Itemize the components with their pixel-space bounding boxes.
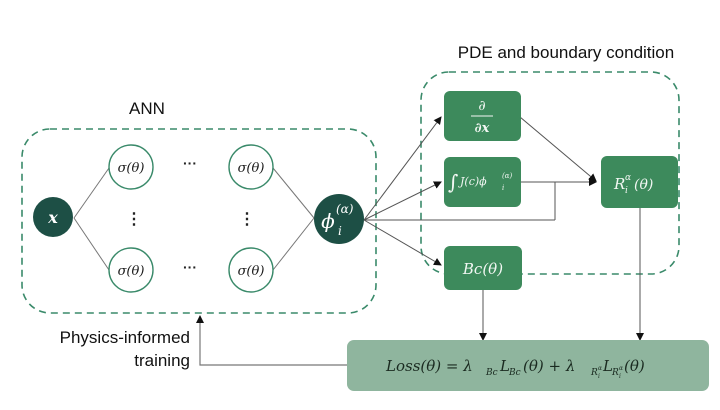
derivative-numerator: ∂ [478,98,485,114]
loss-end: (θ) [624,357,645,375]
input-node-label: x [47,208,58,227]
integral-sign: ∫ [448,170,458,194]
training-feedback-arrow [196,315,347,366]
loss-r-sub-2: R [611,368,619,378]
loss-l1: L [499,357,510,375]
loss-box [347,340,709,391]
training-label-line1: Physics-informed [60,328,190,347]
ann-container [21,128,377,314]
loss-r-subsub: i [598,373,600,380]
svg-text:σ(θ): σ(θ) [238,161,265,176]
boundary-label: Bc(θ) [462,260,503,278]
loss-r-subsub-2: i [619,373,621,380]
output-node-sup: (α) [336,202,354,216]
ann-title: ANN [129,99,165,118]
integral-sup: (α) [502,172,512,180]
derivative-denominator: ∂x [475,121,490,136]
pde-container [420,71,680,275]
boundary-box [444,246,522,290]
integral-sub: i [502,184,504,192]
ann-connections [73,167,315,271]
hidden-node-top-right: σ(θ) [228,144,274,190]
ellipsis-bottom: ··· [183,259,197,275]
hidden-node-bottom-left: σ(θ) [108,247,154,293]
loss-formula: Loss(θ) = λ Bc L Bc (θ) + λ R i α L R i … [385,357,645,380]
output-node-base: ϕ [321,209,335,233]
loss-lhs: Loss(θ) = λ [385,357,473,375]
residual-base: R [613,175,625,193]
pde-title: PDE and boundary condition [458,43,674,62]
residual-box [601,156,678,208]
pde-arrows [479,116,644,341]
integral-body: J(c)ϕ [458,175,487,188]
hidden-node-bottom-right: σ(θ) [228,247,274,293]
svg-text:σ(θ): σ(θ) [118,264,145,279]
vertical-ellipsis-right: ⋮ [239,211,255,228]
output-node-sub: i [338,224,342,238]
loss-r-subsup: α [598,365,602,372]
vertical-ellipsis-left: ⋮ [126,211,142,228]
output-arrows [363,116,556,266]
training-label-line2: training [134,351,190,370]
residual-suffix: (θ) [634,177,653,193]
output-node [314,194,364,244]
ellipsis-top: ··· [183,155,197,171]
loss-l2: L [602,357,613,375]
loss-r-sub: R [590,368,598,378]
loss-bc-sub2: Bc [508,368,521,378]
loss-bc-sub: Bc [485,368,498,378]
loss-plus: (θ) + λ [523,357,575,375]
residual-sub: i [625,186,628,196]
svg-text:σ(θ): σ(θ) [118,161,145,176]
input-node [33,197,73,237]
hidden-node-top-left: σ(θ) [108,144,154,190]
svg-text:σ(θ): σ(θ) [238,264,265,279]
loss-r-subsup-2: α [619,365,623,372]
integral-box [444,157,521,207]
residual-sup: α [625,173,631,183]
